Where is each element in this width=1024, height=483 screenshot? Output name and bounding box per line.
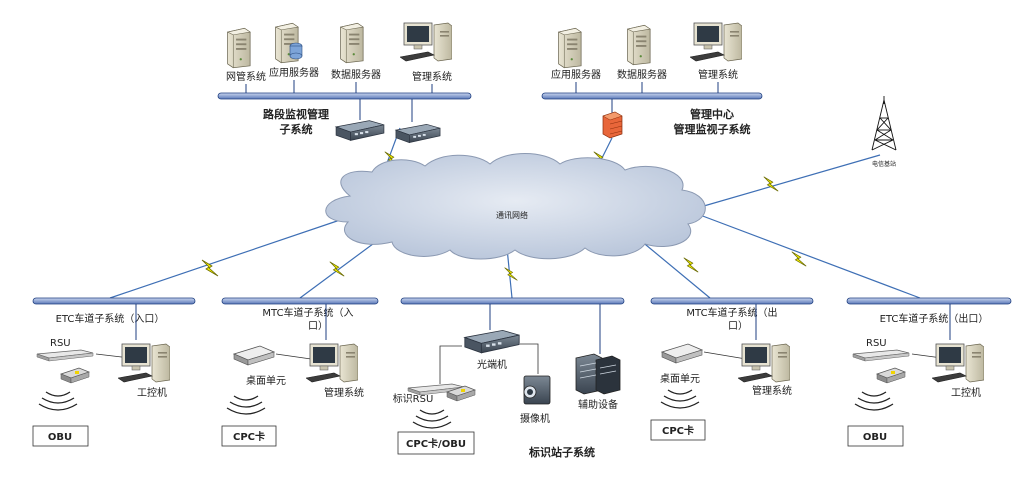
network-links [109, 127, 921, 299]
card-label: CPC卡/OBU [406, 437, 466, 450]
card-box [847, 425, 904, 447]
server-label: 数据服务器 [617, 68, 667, 81]
device-label: 桌面单元 [246, 374, 286, 387]
rsu-icon [852, 349, 910, 362]
server-label: 应用服务器 [551, 68, 601, 81]
link-mtc-out [639, 239, 711, 299]
lane-etc-exit: ETC车道子系统（出口） RSU 工控机 OBU [847, 304, 989, 447]
link-etc-out [699, 214, 921, 299]
subsystem-title: 路段监视管理 [263, 107, 329, 121]
rsu-label: RSU [50, 338, 71, 349]
management-pc-icon [690, 22, 742, 62]
tower-label: 电信基站 [872, 160, 896, 168]
lane-title: 口） [728, 320, 748, 332]
device-label: 桌面单元 [660, 372, 700, 385]
top-left-cluster: 网管系统 应用服务器 数据服务器 管理系统 路段监视管理 子系统 [217, 22, 472, 144]
cloud-label: 通讯网络 [496, 210, 528, 220]
server-label: 数据服务器 [331, 68, 381, 81]
subsystem-title: 标识站子系统 [528, 445, 595, 459]
network-server-icon [227, 27, 251, 69]
lane-title: 口） [308, 320, 328, 332]
link-mtc-in [299, 234, 386, 299]
bolt-icon [763, 176, 779, 192]
obu-device-icon [876, 367, 906, 384]
pc-label: 管理系统 [752, 384, 792, 397]
switch-icon [395, 123, 441, 144]
industrial-pc-icon [118, 343, 170, 383]
pc-label: 工控机 [951, 386, 981, 399]
top-right-bus [541, 92, 763, 100]
top-right-cluster: 应用服务器 数据服务器 管理系统 管理中心 管理监视子系统 [541, 22, 763, 139]
card-label: CPC卡 [662, 424, 694, 437]
app-server-icon [558, 27, 582, 69]
switch-label: 光端机 [477, 358, 507, 371]
rsu-icon [36, 349, 94, 362]
card-box [650, 419, 706, 441]
lane-mtc-exit: MTC车道子系统（出 口） 桌面单元 管理系统 CPC卡 [650, 304, 792, 441]
drop-lines [245, 80, 433, 122]
communication-network-cloud: 通讯网络 [325, 153, 706, 260]
switch-icon [335, 120, 385, 141]
lane-title: ETC车道子系统（入口） [56, 312, 165, 325]
link-tower [689, 154, 881, 211]
management-pc-icon [400, 22, 452, 62]
server-label: 管理系统 [412, 70, 452, 83]
camera-icon [523, 375, 551, 405]
management-pc-icon [738, 343, 790, 383]
lane-title: MTC车道子系统（入 [262, 306, 353, 319]
server-label: 网管系统 [226, 70, 266, 83]
obu-device-icon [60, 367, 90, 384]
wireless-waves-icon [660, 389, 700, 409]
data-server-icon [340, 22, 364, 64]
card-label: OBU [863, 432, 887, 443]
bolt-icon [504, 267, 518, 281]
subsystem-title: 管理中心 [690, 107, 734, 121]
aux-label: 辅助设备 [578, 398, 618, 411]
card-box [221, 425, 277, 447]
rsu-label: 标识RSU [393, 393, 434, 405]
desktop-unit-icon [661, 343, 703, 364]
server-label: 应用服务器 [269, 66, 319, 79]
wireless-waves-icon [412, 409, 452, 429]
data-server-icon [627, 24, 651, 66]
management-pc-icon [306, 343, 358, 383]
optical-transceiver-icon [464, 329, 520, 354]
desktop-unit-icon [233, 345, 275, 366]
pc-label: 管理系统 [324, 386, 364, 399]
wireless-waves-icon [226, 395, 266, 415]
subsystem-title: 管理监视子系统 [674, 122, 751, 136]
bolt-icon [683, 257, 699, 273]
link-station [506, 247, 513, 299]
lane-marker-station: 光端机 标识RSU 摄像机 辅助设备 CPC卡/OBU 标识站子系 [393, 304, 621, 459]
lane-buses [32, 297, 1012, 305]
rsu-label: RSU [866, 338, 887, 349]
wireless-waves-icon [38, 391, 78, 411]
drop-lines [575, 82, 719, 114]
card-label: OBU [48, 432, 72, 443]
card-box [397, 431, 475, 455]
lane-etc-entry: ETC车道子系统（入口） RSU 工控机 OBU [32, 304, 170, 447]
wireless-waves-icon [854, 391, 894, 411]
link-etc-in [109, 219, 341, 299]
card-box [32, 425, 89, 447]
card-label: CPC卡 [233, 430, 265, 443]
lane-title: ETC车道子系统（出口） [880, 312, 989, 325]
subsystem-title: 子系统 [280, 122, 313, 136]
telecom-tower-icon [871, 96, 897, 151]
lane-mtc-entry: MTC车道子系统（入 口） 桌面单元 管理系统 CPC卡 [221, 304, 364, 447]
camera-label: 摄像机 [520, 412, 550, 425]
server-label: 管理系统 [698, 68, 738, 81]
firewall-icon [602, 111, 623, 139]
auxiliary-equipment-icon [575, 353, 621, 395]
lane-title: MTC车道子系统（出 [686, 306, 777, 319]
top-left-bus [217, 92, 472, 100]
pc-label: 工控机 [137, 386, 167, 399]
industrial-pc-icon [932, 343, 984, 383]
